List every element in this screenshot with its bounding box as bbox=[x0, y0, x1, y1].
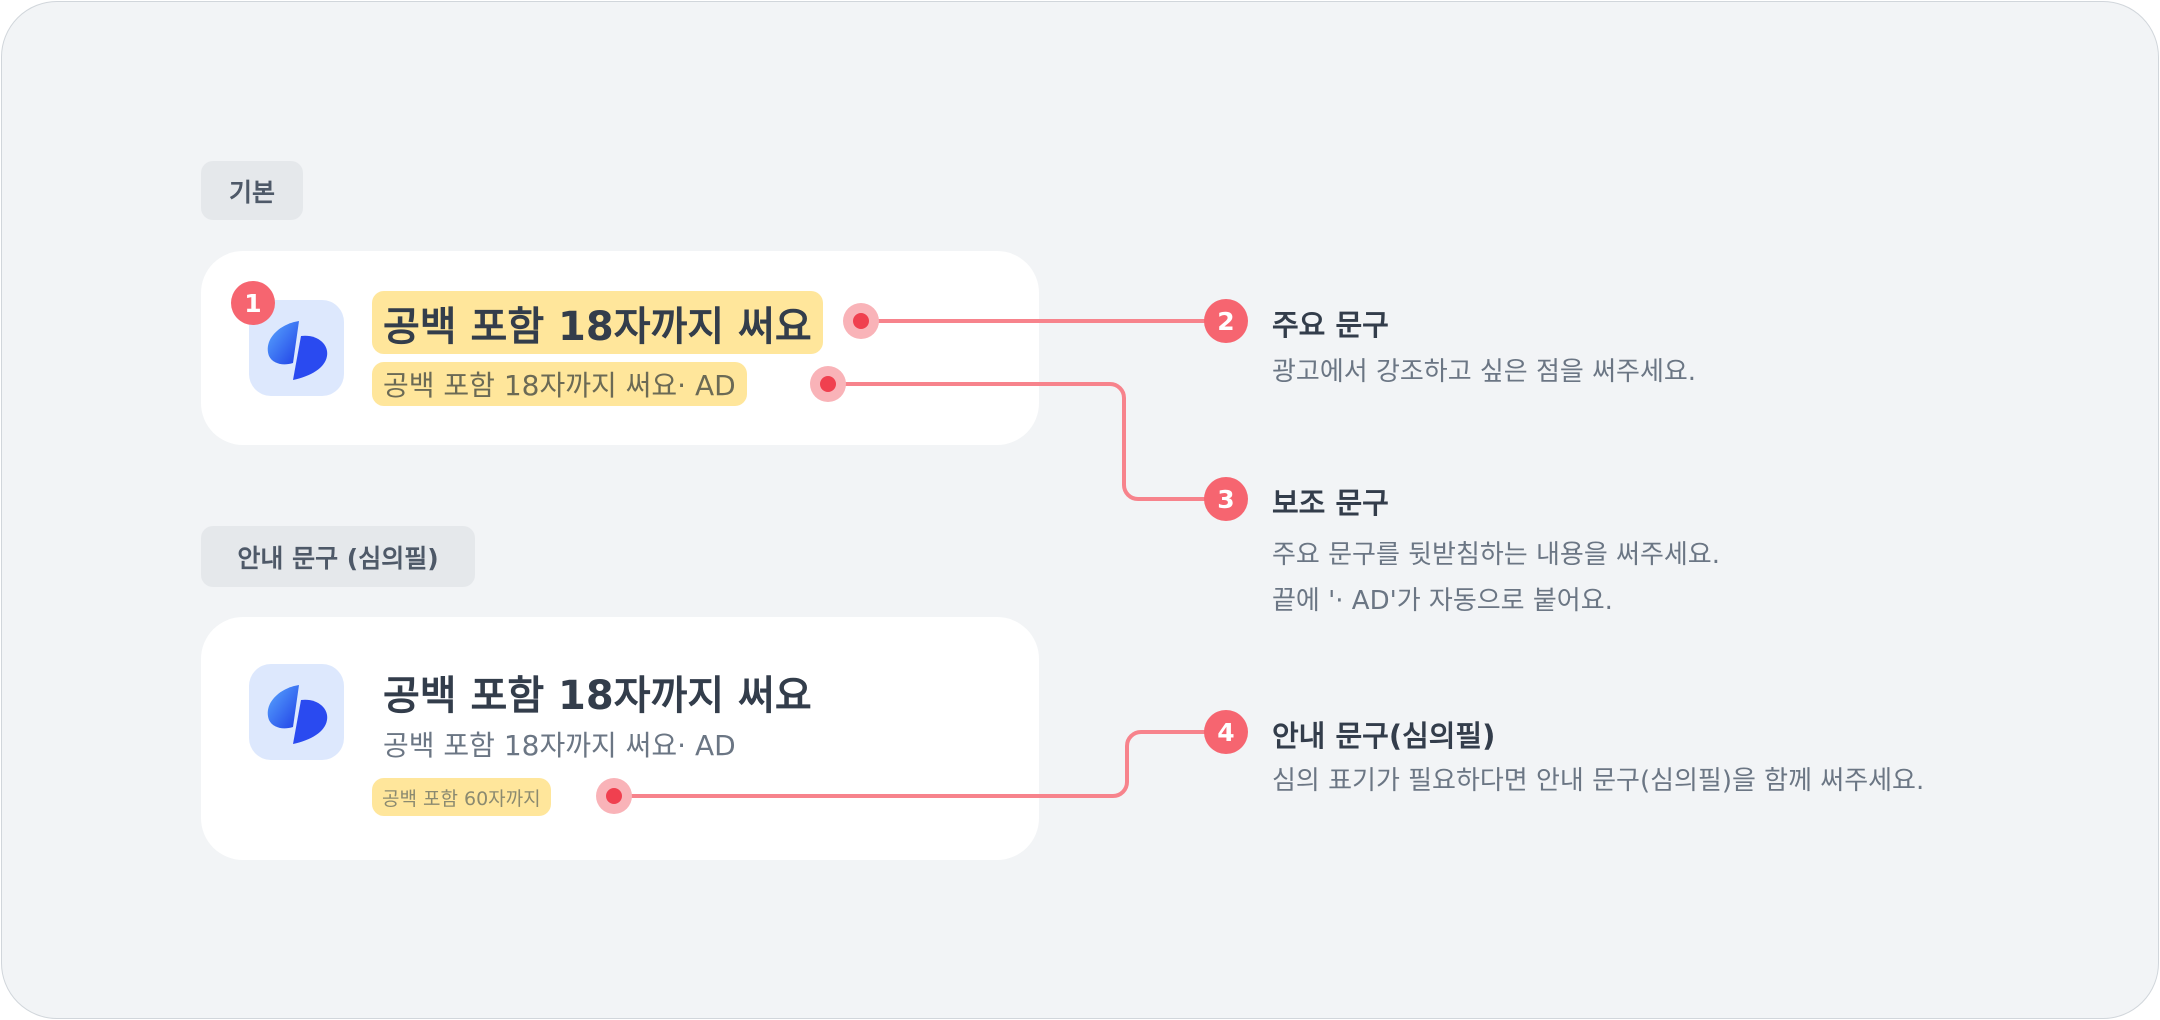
anchor-dot bbox=[810, 366, 846, 402]
ad-card-notice: 공백 포함 18자까지 써요 공백 포함 18자까지 써요· AD 공백 포함 … bbox=[201, 617, 1039, 860]
ad-card-basic: 1 공백 포함 18자까지 써요 공백 포함 18자까지 써요· AD bbox=[201, 251, 1039, 445]
annotation-desc: 끝에 '· AD'가 자동으로 붙어요. bbox=[1272, 586, 1613, 616]
app-icon bbox=[249, 664, 344, 760]
main-text-highlight: 공백 포함 18자까지 써요 bbox=[372, 291, 823, 354]
section-label-notice: 안내 문구 (심의필) bbox=[201, 526, 475, 587]
annotation-title: 안내 문구(심의필) bbox=[1272, 719, 1496, 753]
sub-text: 공백 포함 18자까지 써요· AD bbox=[383, 729, 736, 762]
annotation-desc: 광고에서 강조하고 싶은 점을 써주세요. bbox=[1272, 357, 1697, 387]
annotation-desc: 심의 표기가 필요하다면 안내 문구(심의필)을 함께 써주세요. bbox=[1272, 766, 1925, 796]
sub-text-highlight: 공백 포함 18자까지 써요· AD bbox=[372, 362, 747, 406]
badge-4: 4 bbox=[1204, 710, 1248, 754]
main-text: 공백 포함 18자까지 써요 bbox=[383, 673, 812, 719]
badge-1: 1 bbox=[231, 281, 275, 325]
annotation-desc: 주요 문구를 뒷받침하는 내용을 써주세요. bbox=[1272, 540, 1720, 570]
annotation-title: 보조 문구 bbox=[1272, 486, 1389, 520]
badge-2: 2 bbox=[1204, 299, 1248, 343]
notice-text-highlight: 공백 포함 60자까지 bbox=[372, 778, 551, 816]
anchor-dot bbox=[843, 303, 879, 339]
annotation-title: 주요 문구 bbox=[1272, 308, 1389, 342]
badge-3: 3 bbox=[1204, 477, 1248, 521]
anchor-dot bbox=[596, 778, 632, 814]
section-label-basic: 기본 bbox=[201, 161, 303, 220]
